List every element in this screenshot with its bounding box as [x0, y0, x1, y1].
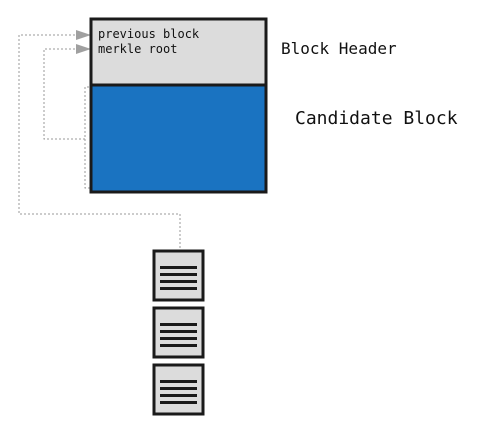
document-icon	[152, 363, 205, 416]
transaction-stack	[152, 249, 205, 416]
header-field-previous-block: previous block	[98, 27, 200, 41]
header-field-merkle-root: merkle root	[98, 42, 177, 56]
merkle-root-arrow-icon	[76, 44, 91, 54]
candidate-block-box	[89, 83, 268, 194]
merkle-root-connector	[43, 48, 90, 189]
document-icon	[152, 249, 205, 302]
previous-block-arrow-icon	[76, 30, 91, 40]
document-icon	[152, 306, 205, 359]
block-header-label: Block Header	[281, 39, 397, 58]
previous-block-connector	[18, 34, 181, 248]
candidate-block-label: Candidate Block	[295, 108, 458, 129]
